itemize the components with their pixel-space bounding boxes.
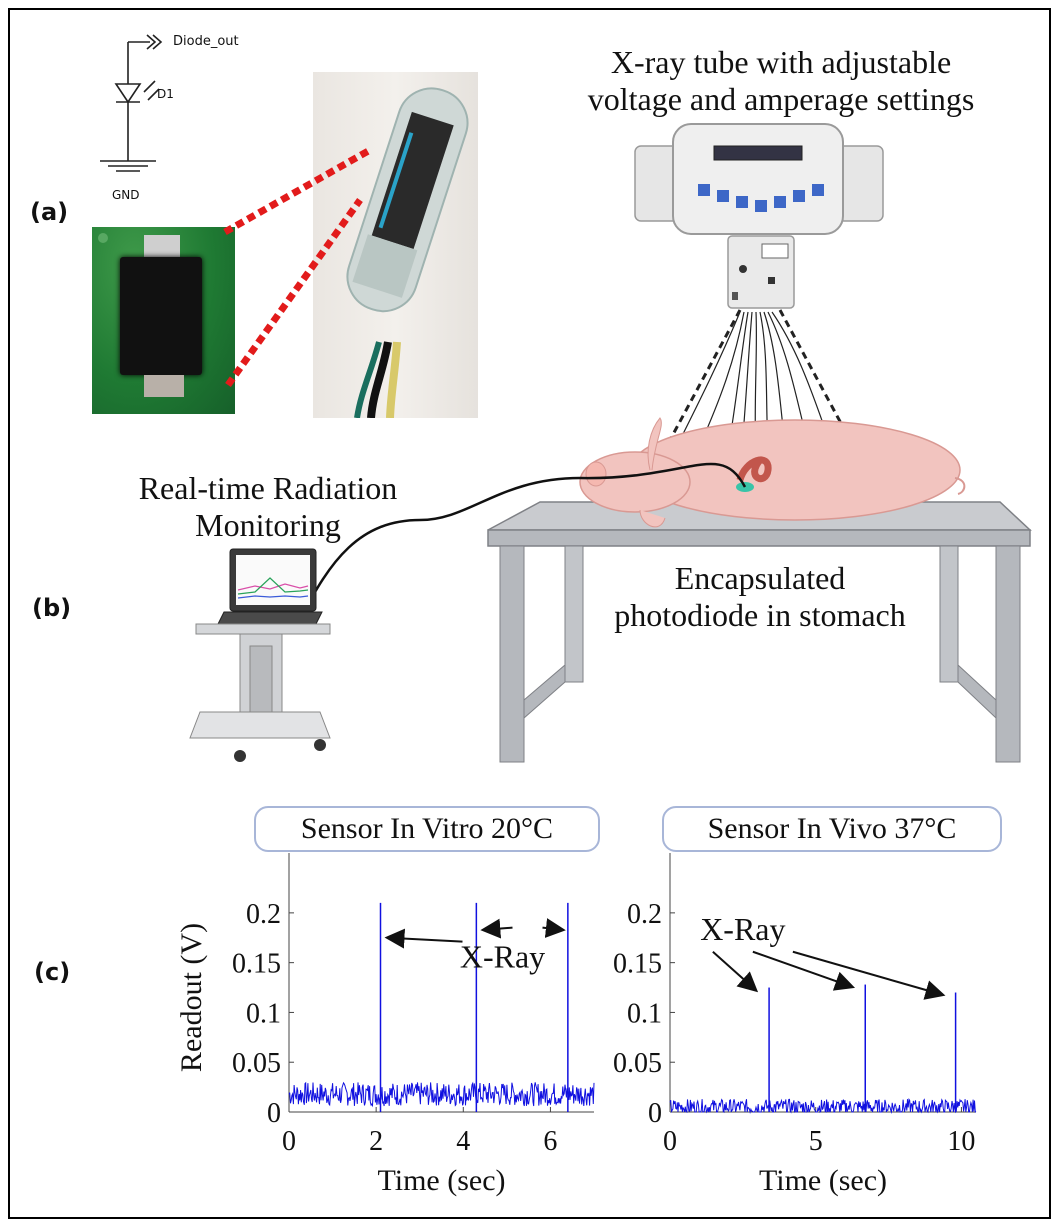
chart1-xlabel: Time (sec)	[377, 1164, 505, 1197]
chart1-ytick-label: 0	[267, 1098, 281, 1129]
monitoring-label: Real-time Radiation Monitoring	[108, 470, 428, 544]
photodiode-line2: photodiode in stomach	[614, 596, 906, 633]
xray-title-line2: voltage and amperage settings	[587, 80, 975, 117]
chart2-signal-series	[669, 1098, 977, 1114]
monitoring-line1: Real-time Radiation	[138, 470, 398, 506]
chart2-annotation-arrow-1	[712, 951, 759, 993]
pig	[579, 417, 966, 528]
chart2-ytick-label: 0.1	[627, 998, 662, 1029]
chart2-xtick-label: 10	[947, 1126, 975, 1157]
chart1-ytick-label: 0.05	[232, 1048, 281, 1079]
chart1-xtick-label: 0	[282, 1126, 296, 1157]
chart1-signal-series	[288, 1081, 595, 1108]
encapsulated-sensor-photo	[313, 72, 478, 418]
xray-collimator	[727, 235, 795, 309]
figure-frame	[8, 8, 1051, 1219]
photodiode-closeup-photo	[92, 227, 235, 414]
panel-label-b: (b)	[32, 594, 72, 622]
chart1-xtick-label: 2	[369, 1126, 383, 1157]
chart1-annotation-arrow-1	[384, 928, 463, 949]
chart1-ytick-label: 0.1	[246, 998, 281, 1029]
chart1-xtick-label: 4	[456, 1126, 470, 1157]
chart1-title-box: Sensor In Vitro 20°C	[254, 806, 600, 852]
monitoring-line2: Monitoring	[195, 506, 341, 543]
panel-label-c: (c)	[34, 958, 71, 986]
chart2-ytick-label: 0.2	[627, 899, 662, 930]
chart2-annotation: X-Ray	[700, 911, 785, 947]
photodiode-label: Encapsulated photodiode in stomach	[560, 560, 960, 634]
chart2-xlabel: Time (sec)	[759, 1164, 887, 1197]
ground-label: GND	[112, 188, 140, 202]
chart1-xtick-label: 6	[543, 1126, 557, 1157]
diode-ref-label: D1	[157, 87, 174, 101]
net-label: Diode_out	[173, 34, 239, 49]
chart2-title: Sensor In Vivo 37°C	[707, 812, 957, 845]
chart2-xtick-label: 0	[663, 1126, 677, 1157]
chart1-ylabel: Readout (V)	[175, 923, 208, 1072]
chart1-annotation-arrow-2	[480, 918, 513, 939]
chart2-ytick-label: 0.05	[613, 1048, 662, 1079]
panel-label-a: (a)	[30, 198, 69, 226]
photodiode-line1: Encapsulated	[674, 560, 846, 596]
chart2-title-box: Sensor In Vivo 37°C	[662, 806, 1002, 852]
chart1-annotation-arrow-3	[542, 918, 566, 938]
chart1-annotation: X-Ray	[460, 939, 545, 975]
xray-title: X-ray tube with adjustable voltage and a…	[556, 44, 1006, 118]
xray-tube	[634, 123, 884, 235]
laptop-cart	[189, 548, 331, 762]
chart2-annotation-arrow-3	[792, 950, 946, 1000]
chart2-ytick-label: 0	[648, 1098, 662, 1129]
chart2-xtick-label: 5	[809, 1126, 823, 1157]
chart2-ytick-label: 0.15	[613, 949, 662, 980]
diode-schematic	[100, 34, 163, 172]
chart1-title: Sensor In Vitro 20°C	[300, 812, 554, 845]
chart2-annotation-arrow-2	[752, 950, 856, 991]
chart1-ytick-label: 0.15	[232, 949, 281, 980]
chart1-ytick-label: 0.2	[246, 899, 281, 930]
xray-title-line1: X-ray tube with adjustable	[610, 44, 952, 80]
